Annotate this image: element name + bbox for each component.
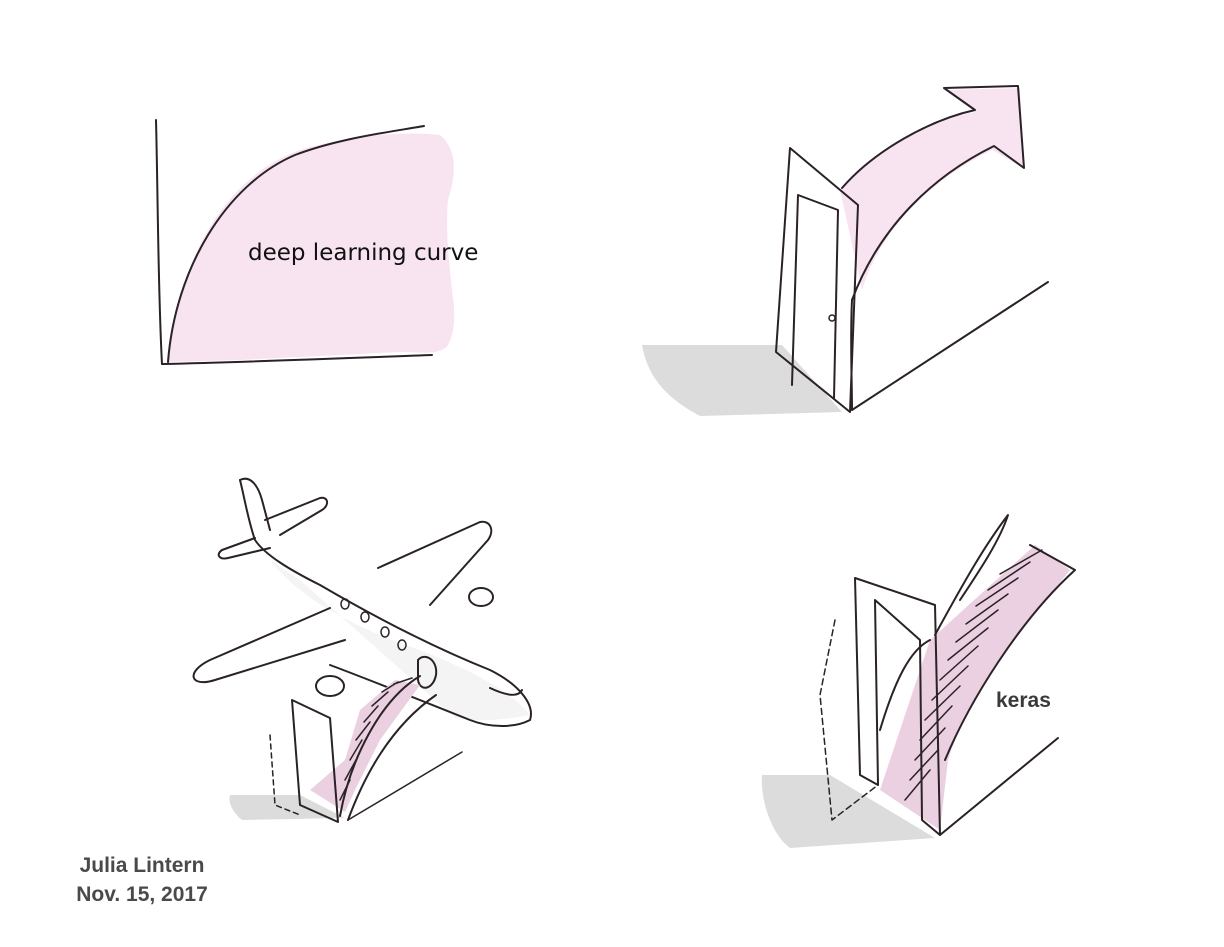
window-2 bbox=[360, 611, 370, 623]
stair-rail-outer bbox=[347, 694, 437, 821]
keras-stair-steps bbox=[904, 549, 1043, 801]
y-axis bbox=[155, 119, 163, 365]
tail-fin bbox=[239, 477, 271, 531]
keras-stair-rail-outer bbox=[944, 544, 1076, 761]
stairs-fill bbox=[310, 680, 420, 812]
credit-date: Nov. 15, 2017 bbox=[76, 883, 208, 906]
window-4 bbox=[397, 639, 407, 651]
fuselage-shadow bbox=[270, 560, 530, 721]
ground-line bbox=[851, 281, 1049, 411]
stair-door-frame bbox=[291, 699, 339, 823]
cockpit-window bbox=[489, 687, 523, 696]
keras-inner-rail bbox=[879, 639, 931, 731]
engine-left bbox=[315, 675, 345, 697]
learning-curve-label: deep learning curve bbox=[248, 240, 479, 266]
tail-stabilizer-right bbox=[264, 496, 328, 536]
door-knob bbox=[828, 314, 836, 322]
learning-curve-line bbox=[167, 125, 425, 363]
keras-door-frame bbox=[854, 577, 941, 836]
airplane-shadow bbox=[229, 795, 345, 820]
learning-curve-fill bbox=[168, 133, 455, 362]
keras-dashed-outline bbox=[819, 619, 879, 821]
tail-stabilizer-left bbox=[217, 537, 271, 560]
fuselage-top bbox=[239, 479, 532, 727]
arrow-fill bbox=[840, 88, 1024, 290]
keras-stairs-fill bbox=[880, 545, 1070, 830]
window-3 bbox=[380, 626, 390, 638]
keras-ground-line bbox=[939, 737, 1059, 836]
stair-rail-inner bbox=[339, 675, 421, 817]
window-1 bbox=[340, 598, 350, 610]
stair-dashed-outline bbox=[269, 734, 301, 816]
author-credit: Julia Lintern Nov. 15, 2017 bbox=[40, 851, 244, 909]
door-frame bbox=[775, 147, 859, 413]
keras-stair-rail-top bbox=[934, 514, 1009, 636]
stair-ground-line bbox=[347, 751, 463, 821]
wing-right bbox=[377, 520, 493, 606]
door-panel bbox=[791, 194, 839, 399]
keras-label: keras bbox=[996, 689, 1051, 712]
keras-shadow bbox=[761, 775, 935, 848]
wing-left bbox=[192, 607, 346, 684]
arrow-outline bbox=[841, 85, 1025, 301]
engine-right bbox=[468, 587, 494, 607]
x-axis bbox=[161, 354, 433, 365]
author-name: Julia Lintern bbox=[79, 854, 205, 877]
airplane-door bbox=[417, 655, 438, 689]
